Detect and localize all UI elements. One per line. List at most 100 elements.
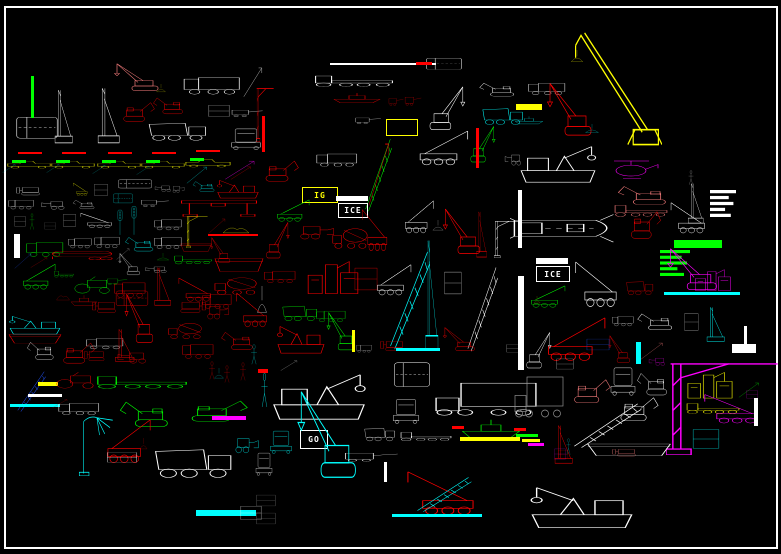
bar-block[interactable] — [258, 369, 268, 373]
arrow-block[interactable] — [92, 165, 106, 174]
bar-block[interactable] — [416, 62, 432, 65]
dozer-block[interactable] — [16, 182, 44, 196]
boat-block[interactable] — [332, 90, 382, 104]
crane-barge-block[interactable] — [528, 478, 636, 532]
grab-block[interactable] — [154, 253, 172, 262]
truck-block[interactable] — [612, 312, 634, 327]
loader-block[interactable] — [116, 344, 148, 364]
bar-block[interactable] — [664, 292, 740, 295]
arrow-block[interactable] — [46, 164, 60, 173]
bar-block[interactable] — [146, 160, 160, 163]
excavator-block[interactable] — [478, 80, 520, 98]
crane-barge-block[interactable] — [216, 176, 260, 200]
ship-top-block[interactable] — [510, 212, 620, 244]
label-box-block[interactable]: ICE — [338, 203, 368, 218]
crane-block[interactable] — [296, 386, 362, 482]
flatbed-block[interactable] — [96, 368, 188, 390]
pole-block[interactable] — [636, 342, 641, 364]
bar-block[interactable] — [330, 63, 436, 65]
flatbed-block[interactable] — [54, 267, 74, 278]
pole-block[interactable] — [518, 190, 522, 248]
plant-block[interactable] — [694, 266, 732, 292]
grab-block[interactable] — [532, 296, 542, 305]
box-block[interactable] — [256, 494, 276, 507]
mobile-crane-block[interactable] — [360, 206, 388, 252]
barge-block[interactable] — [214, 252, 264, 274]
truck-top-block[interactable] — [116, 178, 154, 190]
boat-block[interactable] — [514, 114, 544, 125]
bars-block[interactable] — [710, 190, 736, 217]
mobile-crane-block[interactable] — [572, 258, 618, 308]
pole-block[interactable] — [262, 116, 265, 152]
grab-block[interactable] — [138, 438, 149, 452]
crane-block[interactable] — [118, 252, 142, 276]
box-block[interactable] — [63, 213, 76, 228]
plant-block[interactable] — [306, 256, 360, 296]
bar-block[interactable] — [56, 160, 70, 163]
box-block[interactable] — [558, 450, 568, 459]
mound-block[interactable] — [56, 289, 70, 301]
crane-barge-block[interactable] — [518, 138, 598, 186]
person-block[interactable] — [248, 344, 260, 366]
pipe-trailer-block[interactable] — [50, 246, 114, 262]
crane-block[interactable] — [524, 330, 552, 370]
flatbed-block[interactable] — [314, 68, 394, 88]
label-box-block[interactable]: GO — [300, 430, 328, 449]
label-box-block[interactable] — [386, 119, 418, 136]
box-block[interactable] — [106, 452, 138, 463]
mobile-crane-block[interactable] — [78, 212, 113, 228]
person-block[interactable] — [237, 362, 249, 382]
arrow-block[interactable] — [2, 164, 16, 173]
bar-block[interactable] — [190, 158, 204, 161]
bar-block[interactable] — [212, 416, 246, 420]
bar-block[interactable] — [732, 344, 756, 353]
crane-block[interactable] — [426, 84, 466, 132]
bar-block[interactable] — [396, 348, 440, 351]
bar-block[interactable] — [62, 152, 86, 154]
flatbed-block[interactable] — [174, 250, 212, 265]
bar-block[interactable] — [208, 234, 258, 236]
bar-block[interactable] — [522, 439, 540, 442]
truck-block[interactable] — [316, 148, 358, 168]
roller-block[interactable] — [56, 368, 96, 390]
box-block[interactable] — [14, 216, 26, 227]
pump-block[interactable] — [388, 94, 404, 107]
pole-block[interactable] — [31, 76, 34, 118]
arrow-block[interactable] — [136, 166, 150, 175]
mobile-crane-block[interactable] — [234, 290, 268, 328]
crane-block[interactable] — [264, 220, 290, 260]
dozer-block[interactable] — [612, 444, 640, 457]
signal-block[interactable] — [128, 205, 140, 236]
pole-block[interactable] — [744, 326, 747, 346]
dump-truck-block[interactable] — [148, 116, 208, 142]
pole-block[interactable] — [518, 276, 524, 370]
pump-block[interactable] — [342, 448, 400, 463]
bar-block[interactable] — [38, 382, 58, 386]
bar-block[interactable] — [460, 437, 520, 441]
bar-block[interactable] — [392, 514, 482, 517]
box-block[interactable] — [208, 104, 230, 118]
bar-block[interactable] — [196, 510, 256, 516]
bar-block[interactable] — [108, 152, 132, 154]
excavator-block[interactable] — [636, 310, 678, 332]
long-crane-block[interactable] — [572, 28, 662, 152]
truck-block[interactable] — [154, 232, 182, 250]
box-block[interactable] — [692, 428, 720, 450]
pump-block[interactable] — [140, 196, 170, 208]
bar-block[interactable] — [674, 240, 722, 248]
crane-block[interactable] — [442, 326, 478, 352]
bar-block[interactable] — [514, 428, 526, 431]
box-block[interactable] — [684, 312, 699, 332]
dozer-block[interactable] — [84, 344, 108, 362]
pole-block[interactable] — [384, 462, 387, 482]
loader-block[interactable] — [206, 296, 230, 320]
box-block[interactable] — [586, 338, 610, 351]
lattice-boom-block[interactable] — [414, 476, 472, 512]
bar-block[interactable] — [452, 426, 464, 429]
mobile-crane-block[interactable] — [668, 200, 706, 234]
excavator-block[interactable] — [192, 179, 218, 193]
tower-crane-block[interactable] — [256, 84, 274, 142]
box-block[interactable] — [556, 358, 574, 370]
bar-block[interactable] — [516, 434, 538, 437]
mobile-crane-block[interactable] — [22, 262, 58, 290]
